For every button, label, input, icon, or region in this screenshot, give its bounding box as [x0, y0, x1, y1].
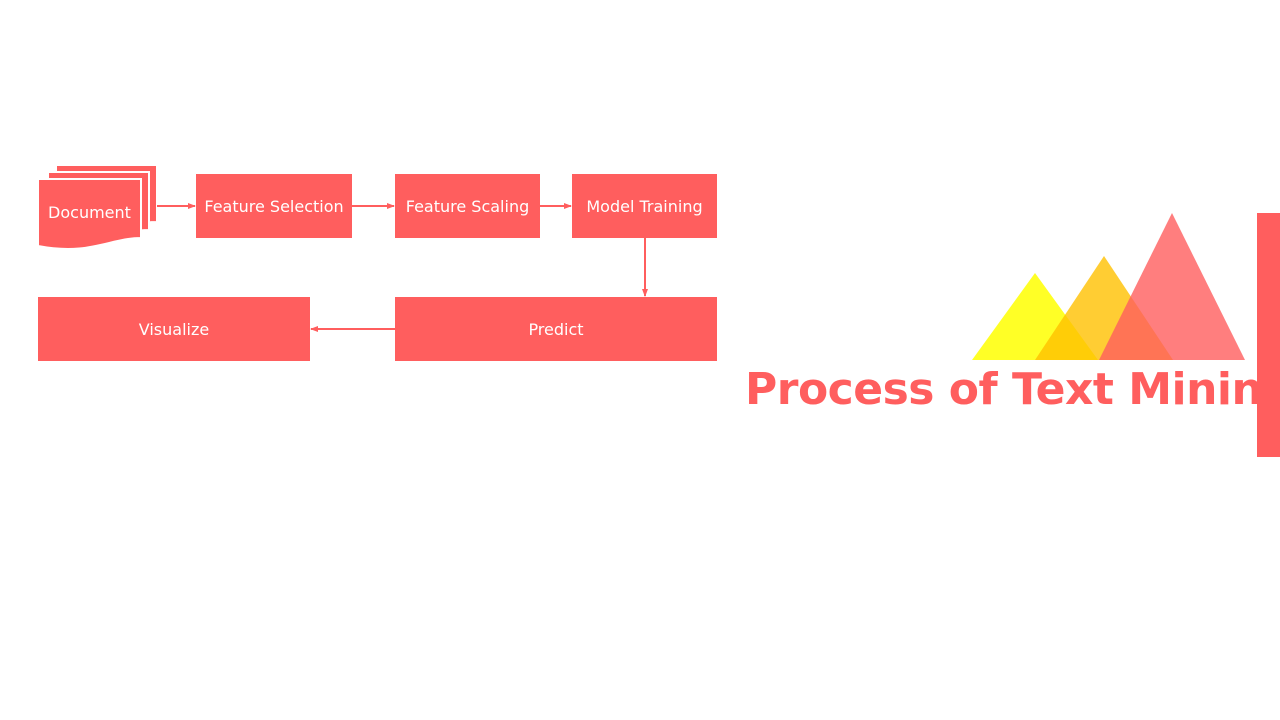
feature-scaling-box: Feature Scaling: [395, 174, 540, 238]
coral-triangle: [1099, 213, 1245, 360]
model-training-box: Model Training: [572, 174, 717, 238]
predict-box: Predict: [395, 297, 717, 361]
page-title: Process of Text Mining: [745, 364, 1280, 415]
document-label: Document: [48, 202, 131, 222]
accent-bar: [1257, 213, 1280, 457]
visualize-box: Visualize: [38, 297, 310, 361]
feature-selection-box: Feature Selection: [196, 174, 352, 238]
